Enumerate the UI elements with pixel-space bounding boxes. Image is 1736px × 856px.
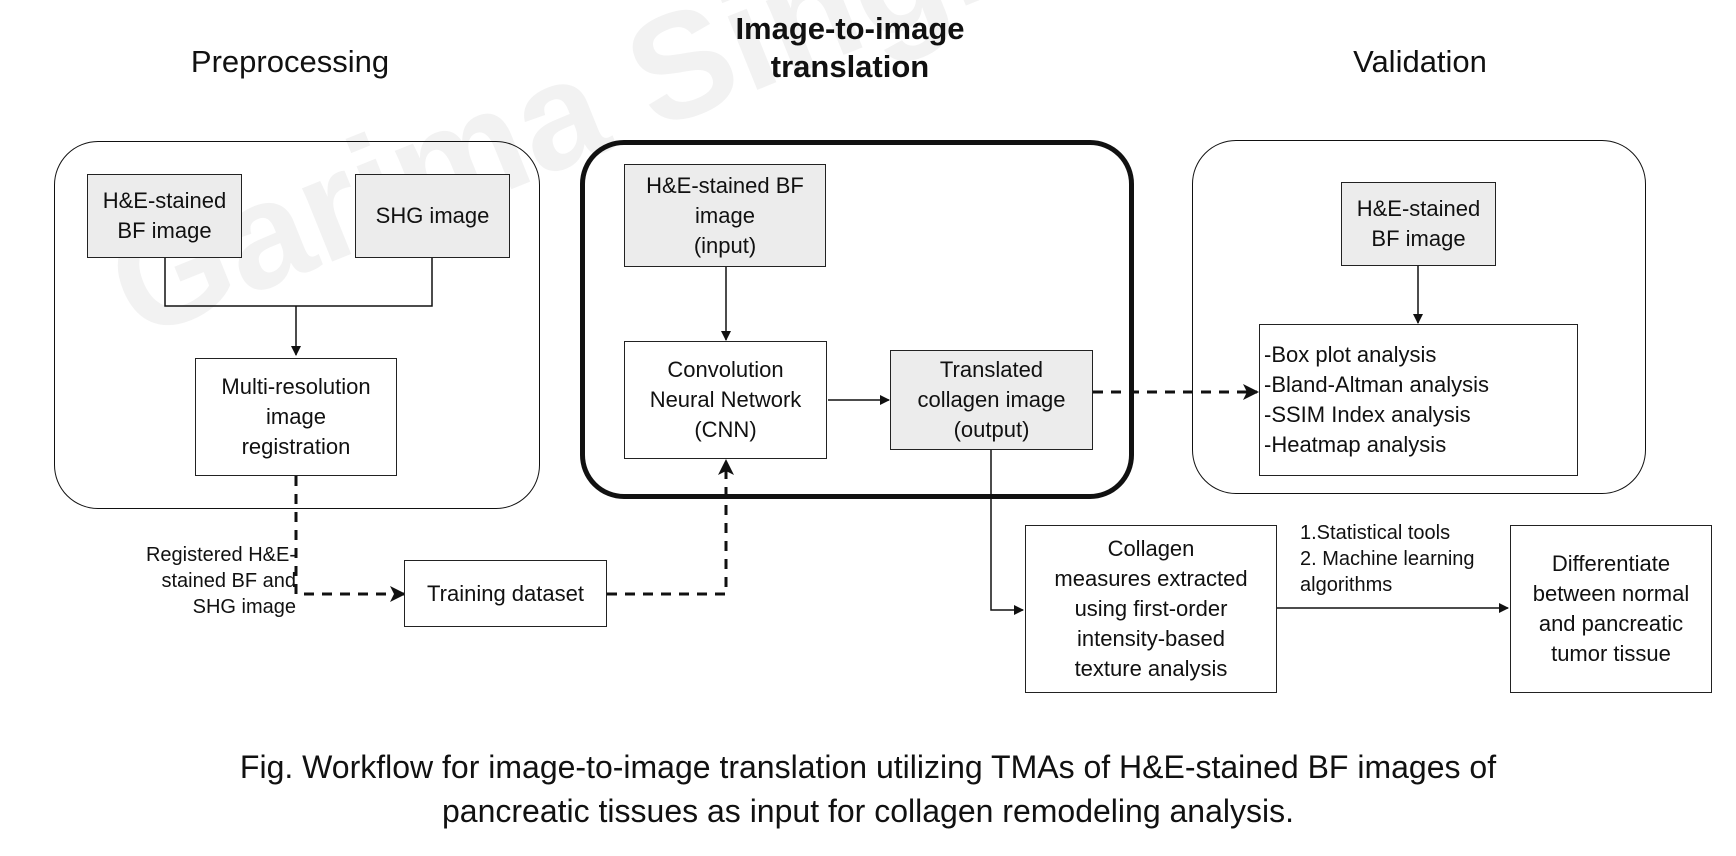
validation-group [1192, 140, 1646, 494]
cnn-box: Convolution Neural Network (CNN) [624, 341, 827, 459]
registered-edge-label: Registered H&E- stained BF and SHG image [145, 544, 296, 618]
translation-output-box: Translated collagen image (output) [890, 350, 1093, 450]
section-title-translation: Image-to-image translation [735, 11, 965, 84]
registration-to-training-arrow [294, 476, 406, 602]
training-to-cnn-arrow [607, 459, 734, 596]
pre-he-image-box: H&E-stained BF image [87, 174, 242, 258]
val-he-image-box: H&E-stained BF image [1341, 182, 1496, 266]
differentiate-box: Differentiate between normal and pancrea… [1510, 525, 1712, 693]
training-dataset-box: Training dataset [404, 560, 607, 627]
pre-shg-image-box: SHG image [355, 174, 510, 258]
figure-caption: Fig. Workflow for image-to-image transla… [239, 749, 1497, 829]
output-to-collagen-arrow [990, 450, 1024, 615]
section-title-validation: Validation [1353, 44, 1487, 79]
section-title-preprocessing: Preprocessing [190, 44, 390, 79]
translation-input-box: H&E-stained BF image (input) [624, 164, 826, 267]
preprocessing-group [54, 141, 540, 509]
translation-group [580, 140, 1134, 499]
validation-analysis-box: -Box plot analysis -Bland-Altman analysi… [1259, 324, 1578, 476]
merge-connector [164, 258, 433, 356]
tools-edge-label: 1.Statistical tools 2. Machine learning … [1300, 522, 1475, 596]
collagen-measures-box: Collagen measures extracted using first-… [1025, 525, 1277, 693]
registration-box: Multi-resolution image registration [195, 358, 397, 476]
